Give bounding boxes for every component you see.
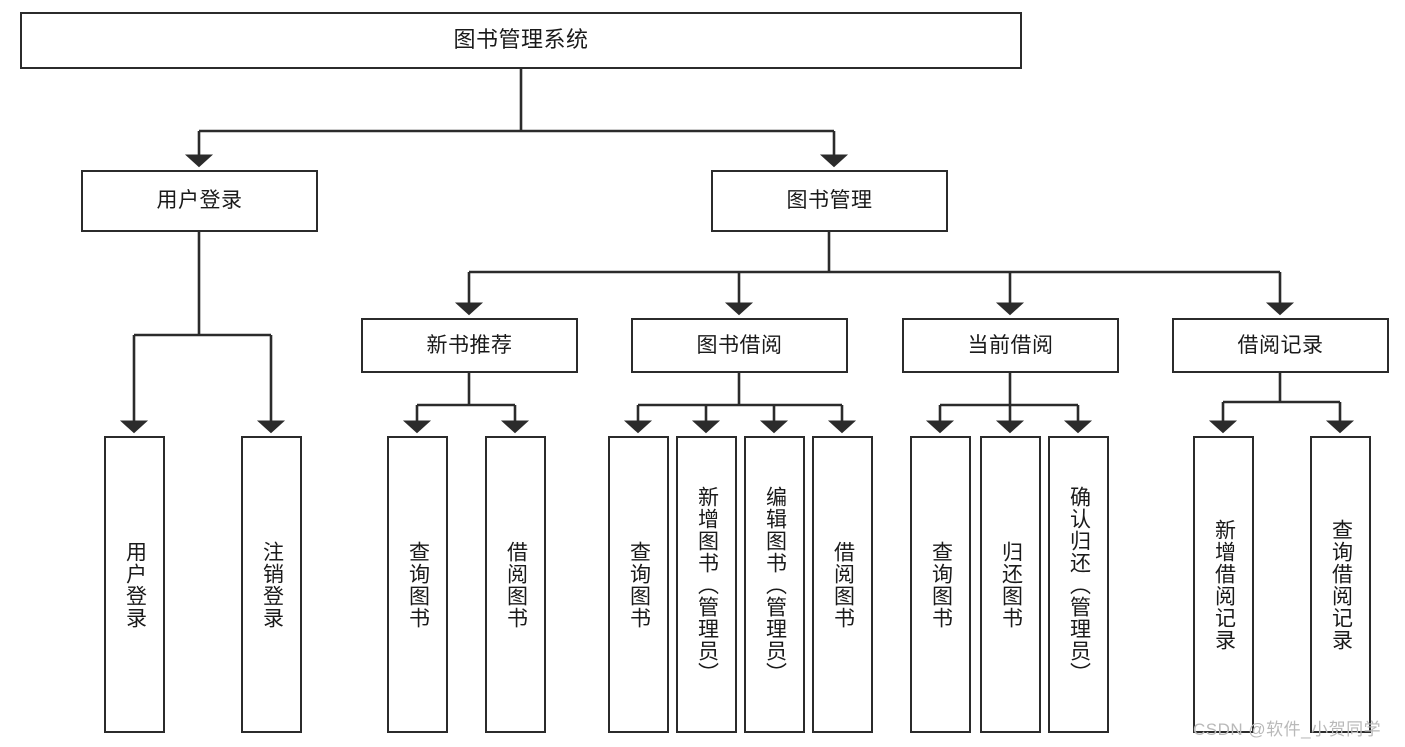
node-label: 图书管理系统: [453, 27, 589, 53]
node-label: 用户登录: [123, 540, 147, 629]
leaf-edit-book-admin[interactable]: 编辑图书（管理员）: [744, 436, 805, 733]
leaf-user-login[interactable]: 用户登录: [104, 436, 165, 733]
node-label: 新增图书（管理员）: [695, 485, 719, 684]
node-label: 图书借阅: [696, 333, 783, 357]
node-label: 查询图书: [406, 540, 430, 629]
node-new-book-recommend[interactable]: 新书推荐: [361, 318, 578, 373]
node-label: 当前借阅: [967, 333, 1054, 357]
node-user-login[interactable]: 用户登录: [81, 170, 318, 232]
node-label: 借阅图书: [504, 540, 528, 629]
node-label: 查询图书: [929, 540, 953, 629]
leaf-query-book-current[interactable]: 查询图书: [910, 436, 971, 733]
leaf-return-book[interactable]: 归还图书: [980, 436, 1041, 733]
leaf-query-book-newbook[interactable]: 查询图书: [387, 436, 448, 733]
leaf-add-book-admin[interactable]: 新增图书（管理员）: [676, 436, 737, 733]
node-book-borrow[interactable]: 图书借阅: [631, 318, 848, 373]
leaf-query-borrow-record[interactable]: 查询借阅记录: [1310, 436, 1371, 733]
node-label: 查询借阅记录: [1329, 518, 1353, 651]
node-borrow-record[interactable]: 借阅记录: [1172, 318, 1389, 373]
node-current-borrow[interactable]: 当前借阅: [902, 318, 1119, 373]
node-book-management[interactable]: 图书管理: [711, 170, 948, 232]
node-label: 新增借阅记录: [1212, 518, 1236, 651]
node-label: 编辑图书（管理员）: [763, 485, 787, 684]
leaf-borrow-book-borrow[interactable]: 借阅图书: [812, 436, 873, 733]
leaf-query-book-borrow[interactable]: 查询图书: [608, 436, 669, 733]
leaf-confirm-return-admin[interactable]: 确认归还（管理员）: [1048, 436, 1109, 733]
node-label: 图书管理: [786, 189, 873, 213]
leaf-add-borrow-record[interactable]: 新增借阅记录: [1193, 436, 1254, 733]
node-label: 用户登录: [156, 189, 243, 213]
node-label: 借阅记录: [1237, 333, 1324, 357]
node-label: 新书推荐: [426, 333, 513, 357]
leaf-borrow-book-newbook[interactable]: 借阅图书: [485, 436, 546, 733]
node-label: 确认归还（管理员）: [1067, 485, 1091, 684]
node-label: 查询图书: [627, 540, 651, 629]
node-label: 借阅图书: [831, 540, 855, 629]
leaf-logout[interactable]: 注销登录: [241, 436, 302, 733]
node-label: 归还图书: [999, 540, 1023, 629]
node-root-book-management-system[interactable]: 图书管理系统: [20, 12, 1022, 69]
node-label: 注销登录: [260, 540, 284, 629]
